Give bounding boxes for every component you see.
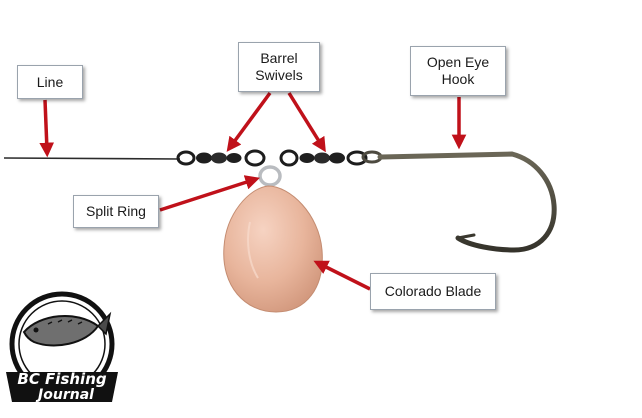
label-split-ring: Split Ring (73, 195, 159, 228)
arrow-split-ring (159, 175, 260, 212)
label-open-eye-hook: Open Eye Hook (410, 46, 506, 96)
arrow-blade (313, 260, 371, 291)
arrow-line (39, 99, 55, 158)
colorado-blade (223, 185, 323, 313)
logo-text-line2: Journal (35, 387, 94, 403)
open-eye-hook (361, 150, 557, 253)
fish-icon (22, 311, 112, 347)
label-line: Line (17, 65, 83, 99)
bc-fishing-journal-logo: BC Fishing Journal (6, 291, 118, 403)
arrow-barrel-left (226, 91, 272, 152)
label-barrel-swivels: Barrel Swivels (238, 42, 320, 92)
barrel-swivel-left (176, 149, 266, 167)
barrel-swivel-right (279, 149, 368, 167)
fishing-line (3, 157, 181, 160)
split-ring (258, 165, 282, 187)
logo-text-line1: BC Fishing (17, 370, 106, 388)
label-colorado-blade: Colorado Blade (370, 273, 496, 310)
arrow-barrel-right (287, 92, 326, 153)
